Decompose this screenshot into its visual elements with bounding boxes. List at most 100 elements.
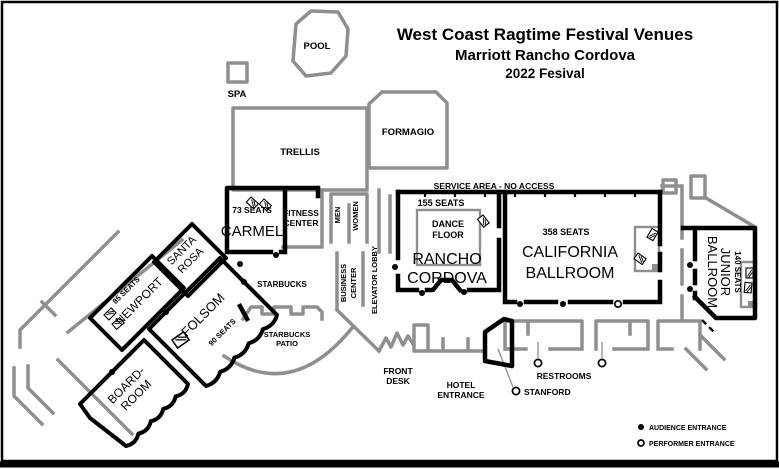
california-seats-label: 358 SEATS [543, 227, 590, 237]
business-center-label: CENTER [349, 267, 358, 298]
pool-label: POOL [304, 41, 331, 52]
corridor-walls [335, 188, 392, 310]
spa-label: SPA [228, 89, 247, 100]
formagio-label: FORMAGIO [382, 127, 434, 138]
legend-performer-dot [637, 439, 645, 447]
audience-entrance-dot [517, 301, 523, 307]
wing-corridor-walls [18, 229, 185, 437]
service-area-label: SERVICE AREA - NO ACCESS [434, 181, 555, 191]
junior-name-label: JUNIOR [718, 248, 733, 296]
stanford-leader-line [497, 348, 514, 388]
fitness-walls [281, 188, 324, 249]
audience-entrance-dot [687, 262, 693, 268]
ballroom-corridor-walls [660, 184, 684, 320]
audience-entrance-dot [109, 369, 115, 375]
newport-walls [88, 254, 186, 352]
grand-piano-icon [745, 267, 754, 279]
map-year: 2022 Fesival [505, 66, 585, 81]
men-label: MEN [333, 207, 342, 224]
service-structure-1 [661, 178, 678, 195]
rancho-seats-label: 155 SEATS [418, 198, 465, 208]
performer-entrance-dot [511, 386, 521, 396]
fitness-center-label: CENTER [284, 218, 319, 228]
junior-approach-wall [703, 195, 758, 230]
audience-entrance-dot [273, 252, 279, 258]
formagio-outline [367, 90, 449, 170]
junior-ballroom-walls [680, 225, 758, 321]
service-structure-2 [689, 174, 707, 200]
labels: POOL SPA TRELLIS FORMAGIO SERVICE AREA -… [228, 41, 592, 400]
rancho-name-label: CORDOVA [407, 270, 487, 287]
walls-public [12, 9, 758, 437]
fitness-center-label: FITNESS [283, 208, 319, 218]
starbucks-patio-label: PATIO [276, 339, 298, 348]
carmel-seats-label: 73 SEATS [232, 205, 272, 215]
junior-name-label: BALLROOM [705, 236, 720, 308]
starbucks-patio-label: STARBUCKS [264, 330, 311, 339]
bottom-right-walls [683, 332, 727, 372]
starbucks-wall [240, 305, 324, 322]
patio-arc [221, 325, 355, 376]
california-ballroom-walls [502, 189, 663, 305]
audience-entrance-dot [163, 309, 169, 315]
junior-stage-step [748, 301, 755, 308]
california-stage [633, 225, 661, 273]
audience-entrance-dot [241, 279, 247, 285]
carmel-name-label: CARMEL [221, 223, 284, 240]
grand-piano-icon [646, 227, 659, 242]
california-stage-step [652, 264, 660, 272]
dance-floor-outline [415, 208, 482, 267]
trellis-label: TRELLIS [280, 147, 320, 158]
california-name-label: BALLROOM [526, 265, 615, 282]
california-name-label: CALIFORNIA [522, 244, 618, 261]
dance-floor-label: FLOOR [432, 230, 464, 240]
front-desk-label: FRONT [383, 366, 413, 376]
restroom-leader-lines [537, 342, 603, 358]
wing-entrance-chevrons [12, 364, 56, 427]
performer-entrance-dot [613, 299, 623, 309]
audience-entrance-dot [419, 290, 425, 296]
dance-floor-label: DANCE [432, 219, 464, 229]
performer-entrance-dot [533, 358, 543, 368]
rancho-cordova-walls [395, 189, 502, 294]
junior-seats-label: 140 SEATS [733, 251, 742, 293]
entrance-markers [109, 252, 693, 396]
performer-entrance-dot [597, 358, 607, 368]
stanford-walls [482, 316, 515, 369]
front-desk-label: DESK [386, 376, 410, 386]
hotel-entrance-label: HOTEL [447, 380, 476, 390]
legend: AUDIENCE ENTRANCE PERFORMER ENTRANCE [637, 424, 735, 448]
walls-venues [78, 185, 758, 448]
map-title: West Coast Ragtime Festival Venues [397, 25, 693, 44]
audience-entrance-dot [237, 261, 243, 267]
legend-performer-label: PERFORMER ENTRANCE [649, 441, 735, 448]
restrooms-label: RESTROOMS [537, 371, 592, 381]
stanford-label: STANFORD [524, 387, 571, 397]
spa-outline [226, 61, 249, 84]
business-center-label: BUSINESS [339, 264, 348, 302]
santa-rosa-walls [152, 222, 228, 298]
legend-audience-dot [638, 424, 644, 430]
title-block: West Coast Ragtime Festival Venues Marri… [397, 25, 693, 81]
folsom-seats-label: 90 SEATS [207, 317, 238, 348]
folsom-walls [147, 256, 279, 388]
audience-entrance-dot [461, 289, 467, 295]
carmel-walls [224, 185, 321, 323]
map-subtitle: Marriott Rancho Cordova [455, 47, 636, 64]
audience-entrance-dot [392, 264, 398, 270]
boardroom-walls [78, 338, 190, 448]
ballroom-top-wall-ticks [423, 192, 637, 197]
starbucks-label: STARBUCKS [257, 280, 307, 289]
men-women-walls [329, 192, 369, 244]
women-label: WOMEN [351, 201, 360, 231]
junior-dashed-wall [701, 319, 717, 335]
grand-piano-icon [743, 281, 753, 294]
rancho-name-label: RANCHO [412, 251, 481, 268]
legend-audience-label: AUDIENCE ENTRANCE [649, 425, 727, 432]
front-desk-walls [334, 307, 487, 354]
pool-outline [291, 9, 350, 78]
hotel-entrance-label: ENTRANCE [437, 390, 485, 400]
